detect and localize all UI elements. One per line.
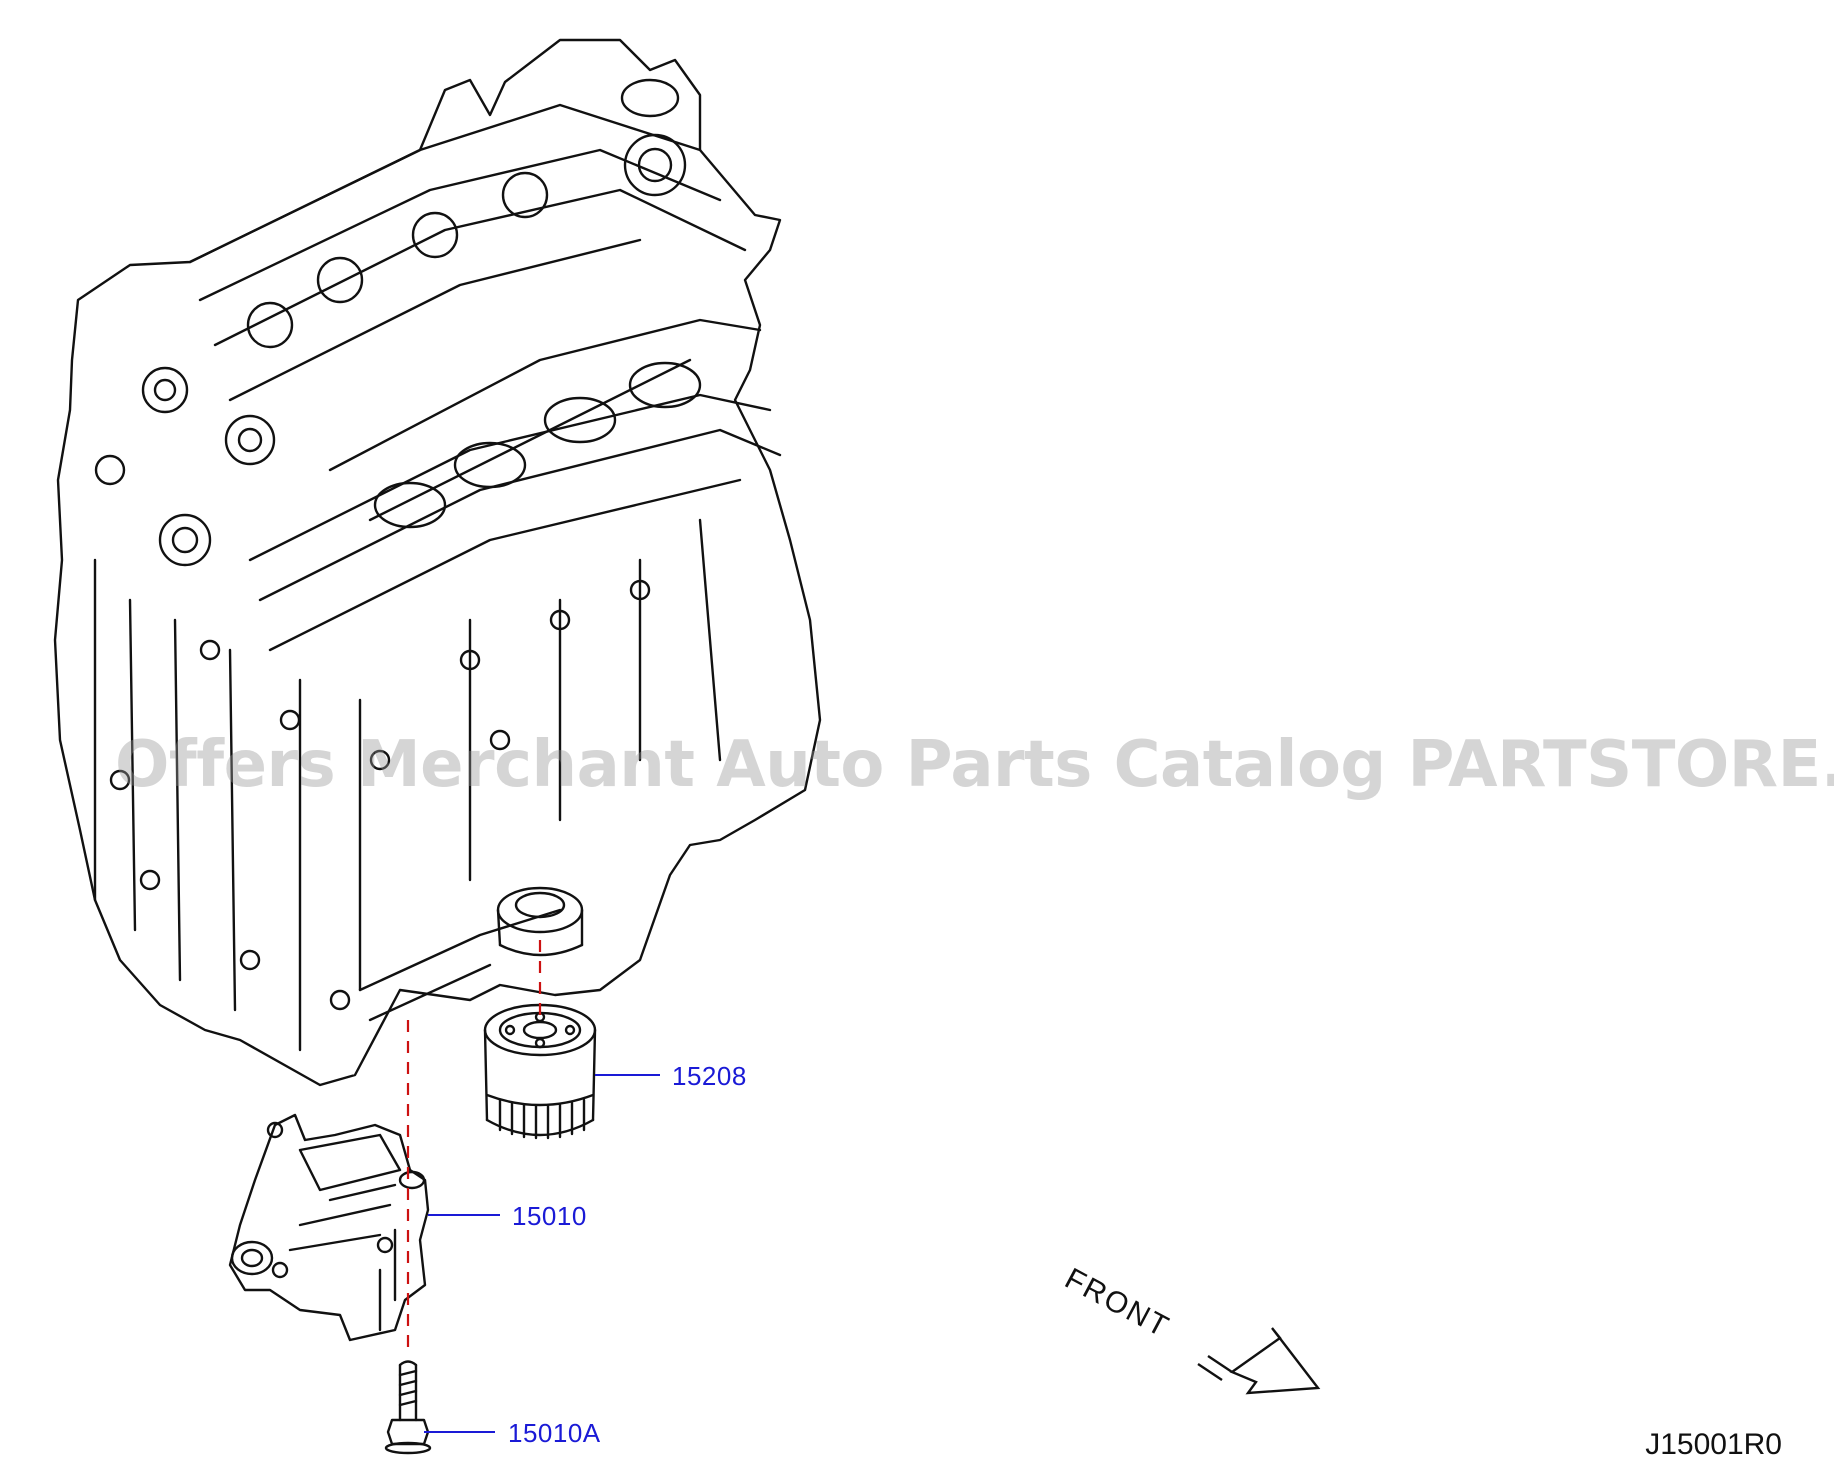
engine-assembly[interactable] xyxy=(53,38,822,1087)
diagram-code: J15001R0 xyxy=(1645,1428,1782,1461)
callout-15208[interactable]: 15208 xyxy=(672,1061,747,1091)
oil-filter[interactable] xyxy=(483,1003,597,1140)
pump-bolt[interactable] xyxy=(384,1360,432,1455)
callout-leaders xyxy=(424,1074,660,1433)
front-arrow-icon xyxy=(1197,1327,1321,1395)
callout-15010a[interactable]: 15010A xyxy=(508,1418,601,1448)
watermark-text: Offers Merchant Auto Parts Catalog PARTS… xyxy=(115,728,1834,802)
callout-15010[interactable]: 15010 xyxy=(512,1201,587,1231)
assembly-dash-lines xyxy=(406,940,542,1350)
oil-pump[interactable] xyxy=(228,1113,430,1342)
